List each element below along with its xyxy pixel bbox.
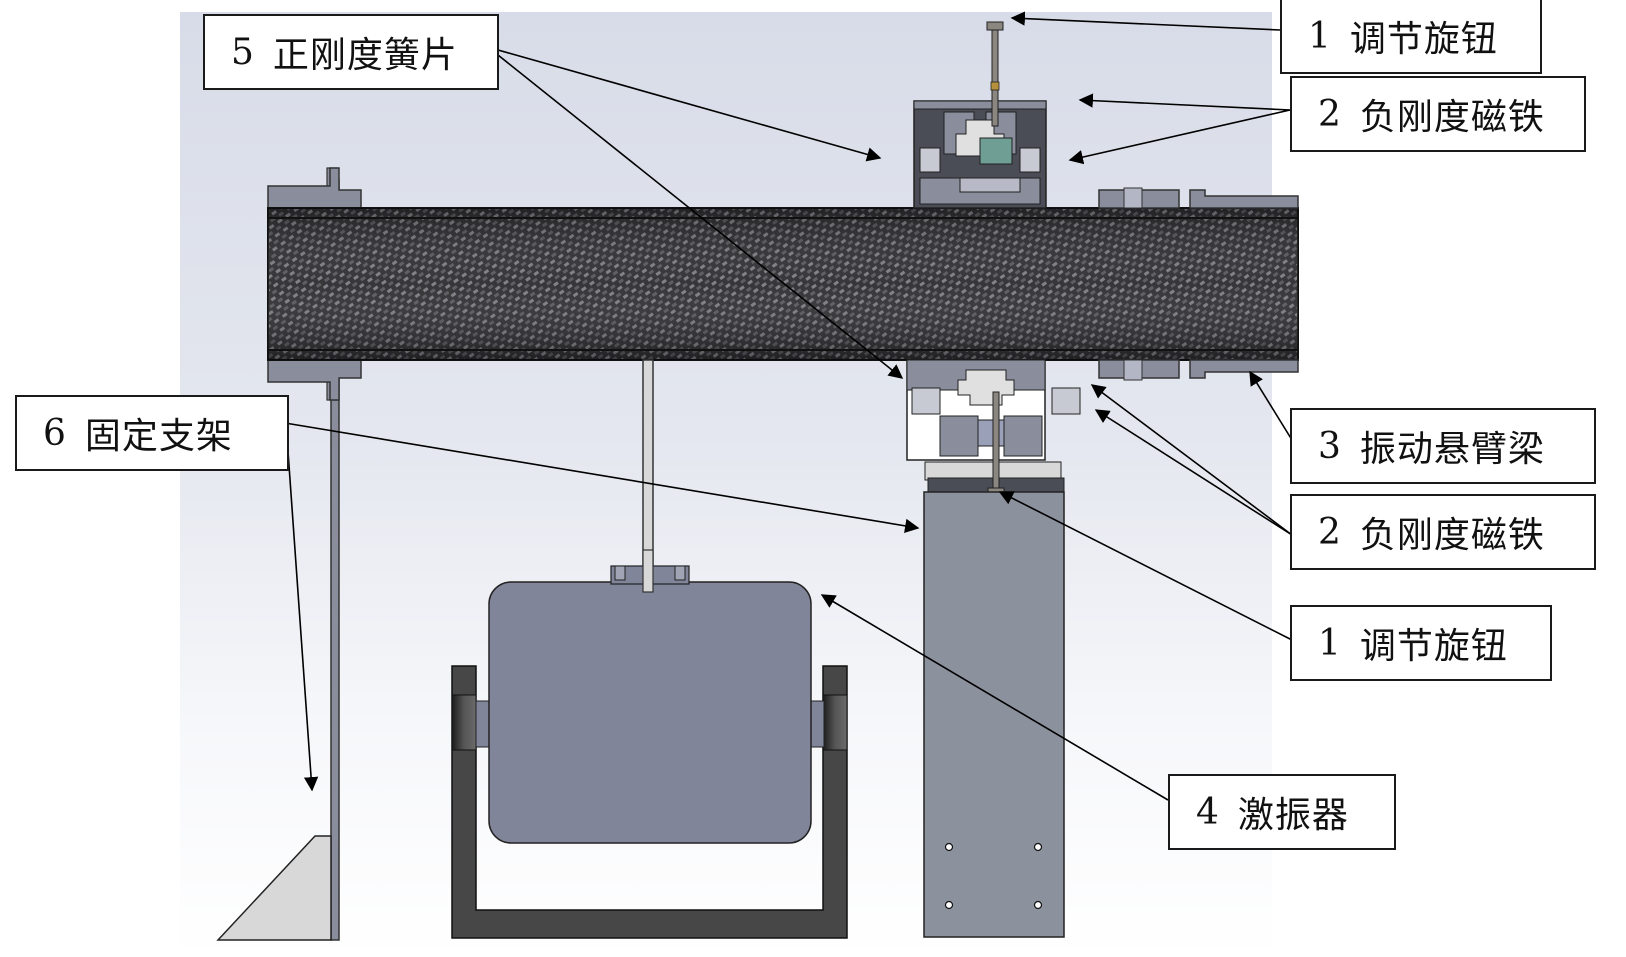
leader-lines xyxy=(284,11,1293,801)
leader-support-a xyxy=(284,422,920,533)
leader-spring-a xyxy=(497,49,882,162)
top-magnet xyxy=(979,137,1013,165)
label-number: 6 xyxy=(43,412,67,454)
label-negative-stiffness-magnet-bottom: 2 负刚度磁铁 xyxy=(1290,494,1596,570)
label-text: 振动悬臂梁 xyxy=(1359,429,1545,470)
label-text: 正刚度簧片 xyxy=(272,35,458,76)
label-text: 激振器 xyxy=(1237,795,1349,836)
label-number: 4 xyxy=(1196,791,1220,833)
bottom-knob-shaft xyxy=(992,391,1000,493)
right-clamps xyxy=(1098,187,1299,381)
leader-magnet-top-a xyxy=(1078,93,1291,111)
support-gusset xyxy=(216,835,332,941)
leader-spring-b xyxy=(497,54,904,379)
shaker-frame xyxy=(451,665,848,939)
label-number: 5 xyxy=(231,31,255,73)
label-adjustment-knob-bottom: 1 调节旋钮 xyxy=(1290,605,1552,681)
leader-knob-top xyxy=(1010,11,1281,31)
support-column xyxy=(923,491,1065,938)
label-number: 1 xyxy=(1308,15,1332,57)
leader-support-b xyxy=(285,422,319,792)
label-positive-stiffness-spring: 5 正刚度簧片 xyxy=(203,14,499,90)
label-text: 调节旋钮 xyxy=(1359,626,1508,667)
top-knob-head xyxy=(986,21,1004,31)
label-number: 1 xyxy=(1318,622,1342,664)
top-knob-shaft xyxy=(991,25,999,127)
bottom-magnet-assembly xyxy=(906,359,1081,497)
label-negative-stiffness-magnet-top: 2 负刚度磁铁 xyxy=(1290,76,1586,152)
label-text: 调节旋钮 xyxy=(1349,19,1498,60)
leader-magnet-bottom-b xyxy=(1094,409,1293,536)
leader-shaker xyxy=(820,594,1169,801)
shaker xyxy=(451,549,848,939)
shaker-body xyxy=(488,581,812,844)
label-number: 2 xyxy=(1318,93,1342,135)
leader-knob-bottom xyxy=(998,491,1293,641)
top-magnet-assembly xyxy=(913,21,1047,209)
label-text: 负刚度磁铁 xyxy=(1359,515,1545,556)
label-fixed-support: 6 固定支架 xyxy=(15,395,289,471)
bottom-magnet xyxy=(977,419,1005,447)
label-number: 3 xyxy=(1318,425,1342,467)
label-number: 2 xyxy=(1318,511,1342,553)
leader-magnet-bottom-a xyxy=(1090,384,1293,536)
label-text: 负刚度磁铁 xyxy=(1359,97,1545,138)
label-text: 固定支架 xyxy=(84,416,233,457)
cantilever-beam xyxy=(267,207,1299,361)
label-vibrating-cantilever-beam: 3 振动悬臂梁 xyxy=(1290,408,1596,484)
label-shaker: 4 激振器 xyxy=(1168,774,1396,850)
leader-magnet-top-b xyxy=(1068,109,1291,165)
label-adjustment-knob-top: 1 调节旋钮 xyxy=(1280,0,1542,74)
leader-beam xyxy=(1249,370,1293,441)
